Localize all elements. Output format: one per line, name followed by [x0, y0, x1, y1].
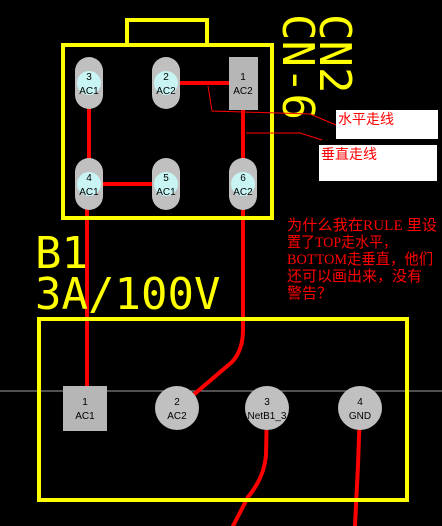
pad-number: 3	[86, 72, 92, 83]
pad-number: 4	[86, 173, 92, 184]
pad-number: 5	[163, 173, 169, 184]
pad-number: 2	[174, 397, 180, 408]
pad-number: 3	[264, 397, 270, 408]
pad-net: AC2	[233, 86, 253, 97]
annotation-pointer-horizontal	[207, 85, 337, 126]
pad-net: GND	[349, 411, 371, 422]
bridge-pad-1[interactable]: 1 AC1	[63, 386, 107, 431]
pad-drill-hole	[154, 71, 178, 95]
pad-net: NetB1_3	[248, 411, 287, 422]
connector-pad-3[interactable]: 3 AC1	[75, 57, 103, 109]
annotation-box	[336, 110, 438, 139]
pad-number: 6	[240, 173, 246, 184]
trace-netb1-3[interactable]	[231, 406, 269, 526]
pad-number: 4	[357, 397, 363, 408]
connector-comment[interactable]: CN-6	[272, 14, 323, 120]
annotation-horizontal-callout: 水平走线	[336, 110, 438, 139]
connector-pad-2[interactable]: 2 AC2	[152, 57, 180, 109]
connector-outline[interactable]	[61, 43, 274, 220]
bridge-pad-2[interactable]: 2 AC2	[155, 386, 199, 430]
bridge-component[interactable]: 1 AC1 2 AC2 3 NetB1_3 4 GND	[37, 317, 409, 502]
annotation-label: 水平走线	[338, 112, 394, 128]
connector-key-tab	[125, 18, 209, 45]
bridge-pad-4[interactable]: 4 GND	[338, 386, 382, 430]
pad-net: AC1	[79, 187, 99, 198]
pad-net: AC1	[156, 187, 176, 198]
pad-number: 2	[163, 72, 169, 83]
pad-body-square[interactable]	[229, 57, 258, 110]
annotation-box	[319, 145, 437, 181]
annotation-pointer-vertical	[246, 132, 323, 141]
pad-body-square[interactable]	[63, 386, 107, 431]
pad-net: AC1	[75, 411, 95, 422]
pad-net: AC1	[79, 86, 99, 97]
pad-body[interactable]	[245, 386, 289, 430]
bridge-designator[interactable]: B1	[35, 228, 88, 279]
question-line: 置了TOP走水平，	[287, 234, 397, 251]
connector-component[interactable]: 3 AC1 2 AC2 1 AC2 4 AC1 5 AC1	[61, 18, 274, 220]
trace-ac2-to-bridge[interactable]	[183, 182, 245, 404]
question-line: 为什么我在RULE 里设	[287, 217, 437, 234]
bridge-comment[interactable]: 3A/100V	[35, 269, 220, 320]
pad-drill-hole	[154, 172, 178, 196]
connector-designator[interactable]: CN2	[309, 14, 360, 93]
pad-net: AC2	[233, 187, 253, 198]
pad-number: 1	[240, 72, 246, 83]
pad-body[interactable]	[155, 386, 199, 430]
question-line: 还可以画出来，没有	[287, 268, 422, 285]
pad-drill-hole	[77, 172, 101, 196]
pad-drill-hole	[231, 172, 255, 196]
question-line: BOTTOM走垂直，他们	[287, 251, 433, 268]
annotation-vertical-callout: 垂直走线	[319, 145, 437, 181]
pad-net: AC2	[167, 411, 187, 422]
pad-body[interactable]	[338, 386, 382, 430]
bridge-pad-3[interactable]: 3 NetB1_3	[245, 386, 289, 430]
pad-drill-hole	[77, 71, 101, 95]
connector-pad-1[interactable]: 1 AC2	[229, 57, 258, 110]
connector-pad-4[interactable]: 4 AC1	[75, 158, 103, 210]
annotation-label: 垂直走线	[321, 146, 377, 163]
question-line: 警告？	[287, 285, 332, 302]
pad-number: 1	[82, 397, 88, 408]
bridge-outline[interactable]	[37, 317, 409, 502]
question-note: 为什么我在RULE 里设 置了TOP走水平， BOTTOM走垂直，他们 还可以画…	[287, 217, 437, 302]
connector-pad-5[interactable]: 5 AC1	[152, 158, 180, 210]
connector-pad-6[interactable]: 6 AC2	[229, 158, 257, 210]
pad-net: AC2	[156, 86, 176, 97]
